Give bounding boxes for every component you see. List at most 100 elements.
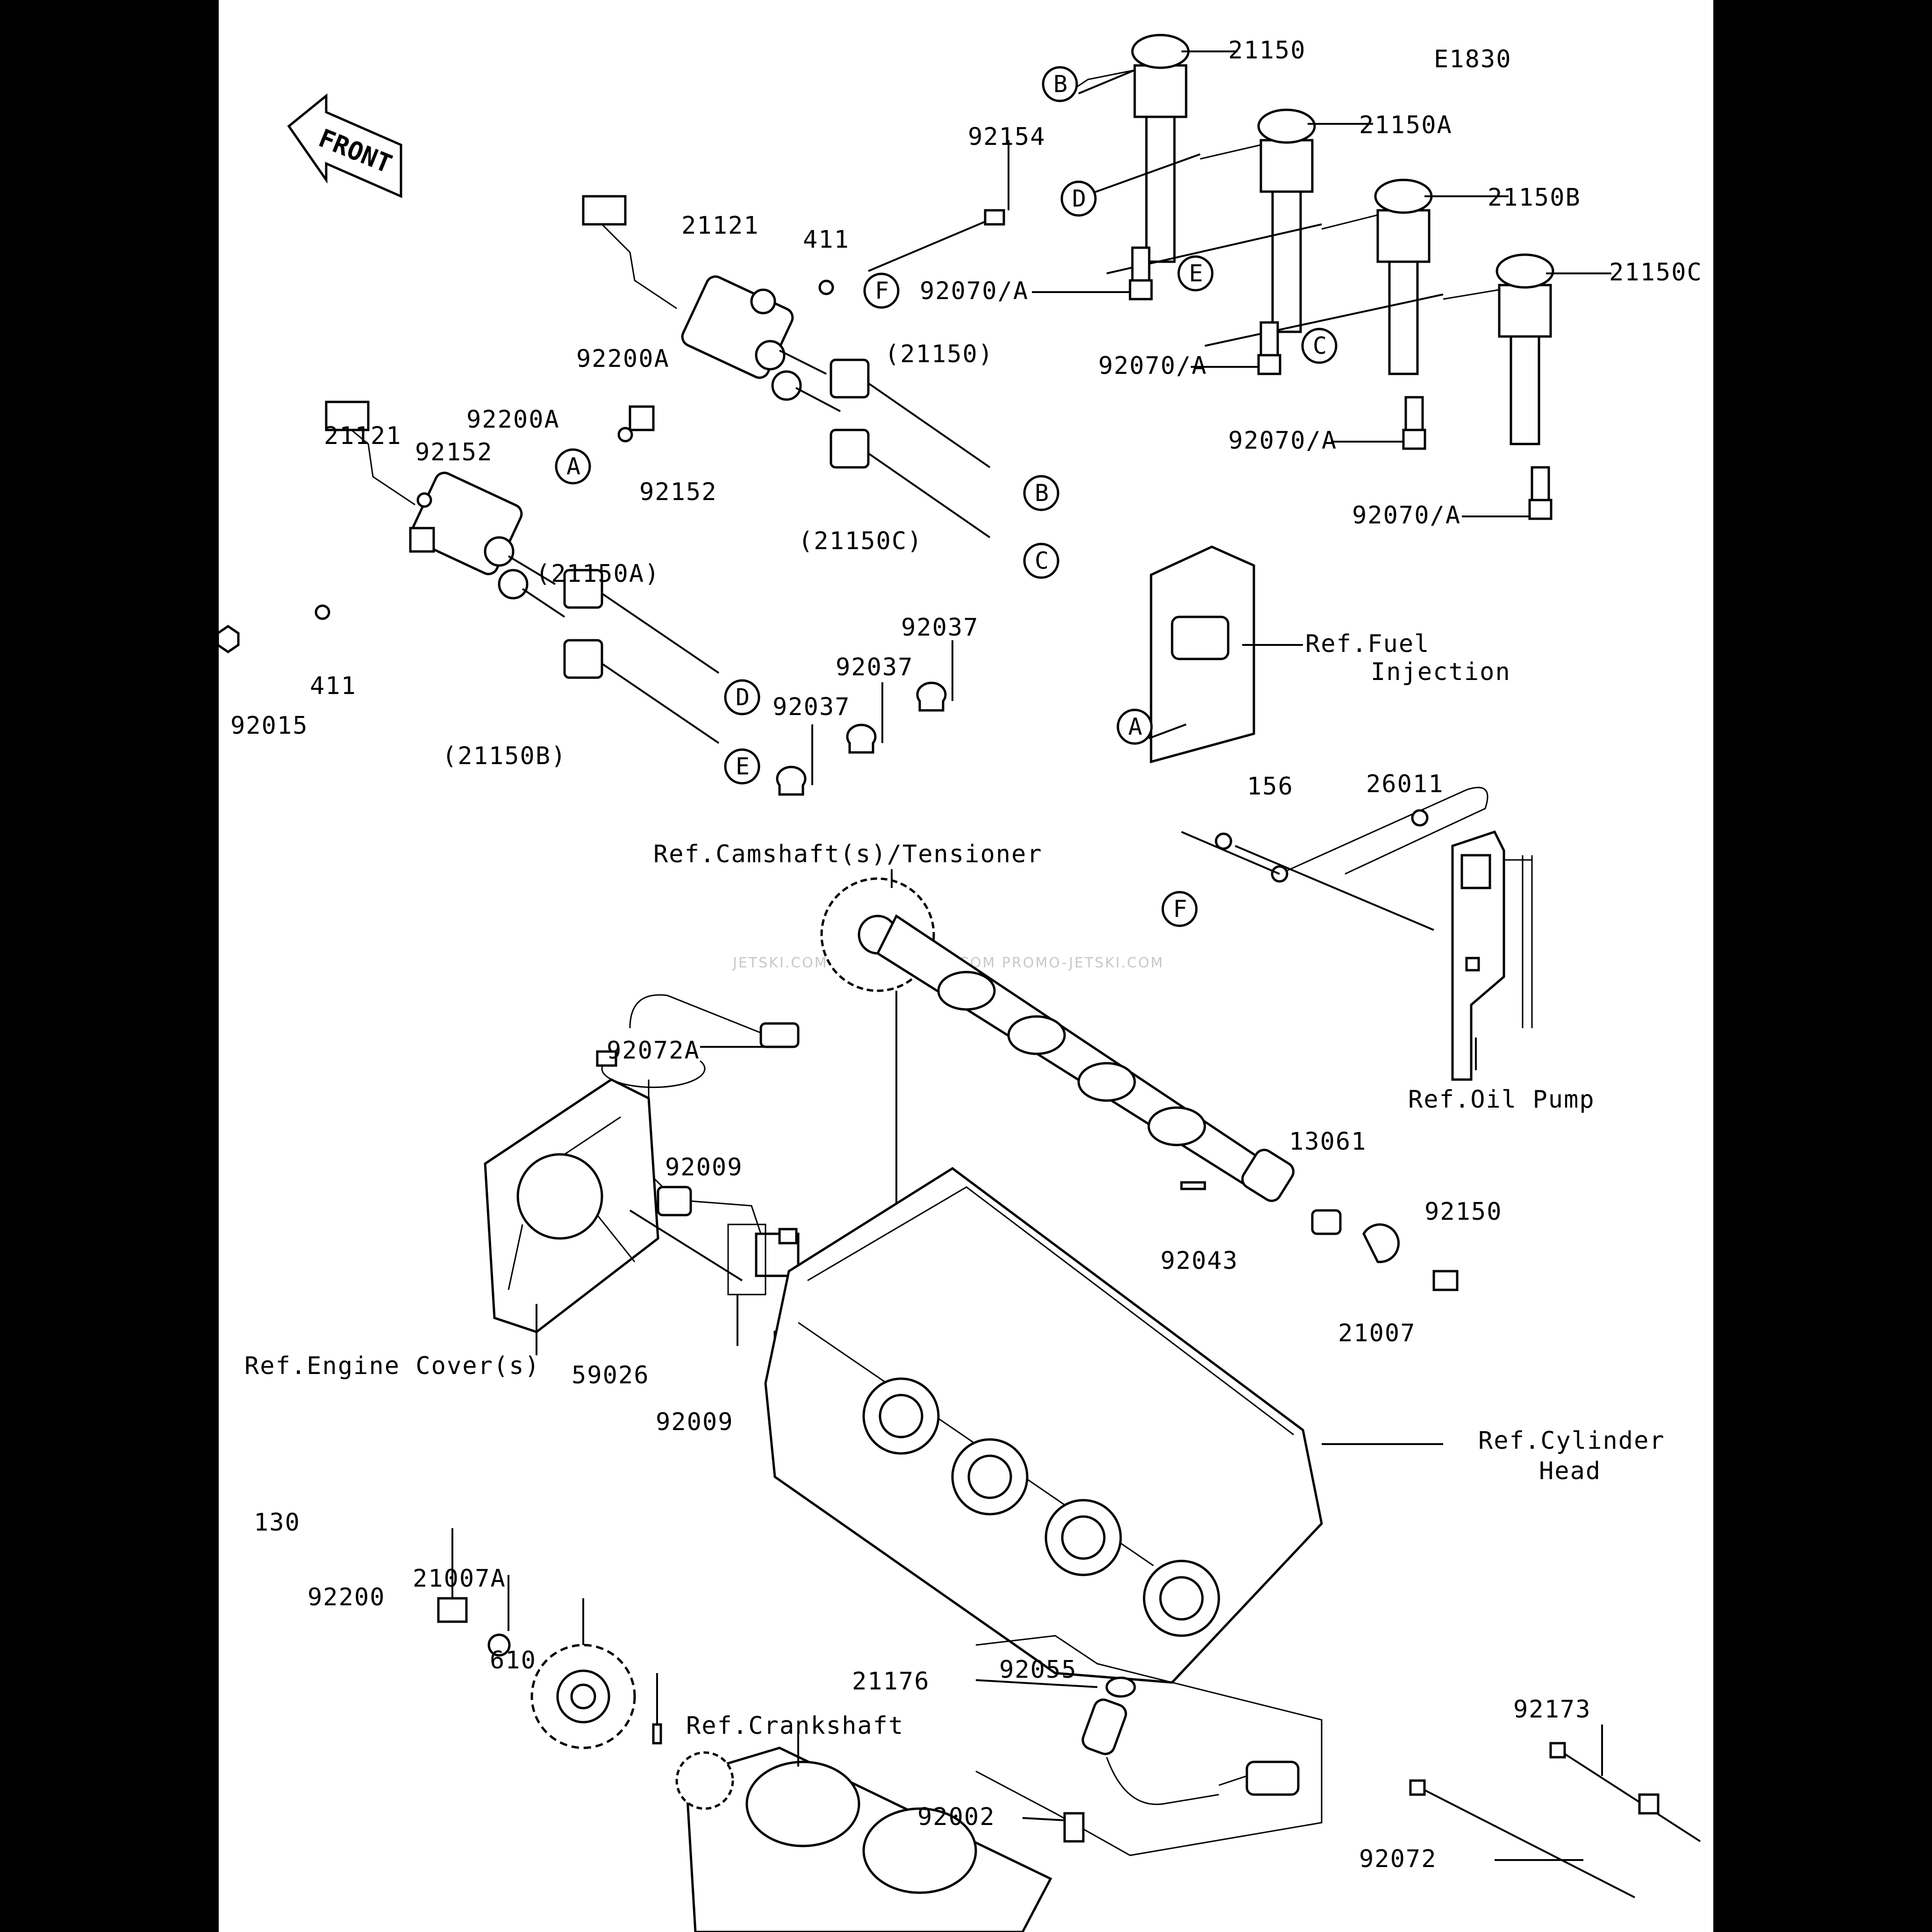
label-21150: 21150 — [1228, 36, 1306, 64]
callout-a-mid: A — [555, 448, 591, 485]
ref-cylinder-head-line1: Ref.Cylinder — [1478, 1427, 1665, 1455]
svg-text:E: E — [1189, 260, 1203, 287]
lead-21150B — [1321, 179, 1509, 375]
callout-b-mid: B — [1023, 475, 1059, 511]
svg-text:E: E — [736, 753, 750, 780]
callout-e-left: E — [724, 748, 760, 785]
callout-b-top: B — [1042, 66, 1078, 102]
label-92015: 92015 — [230, 712, 308, 740]
bolt-92002 — [1063, 1812, 1085, 1843]
engine-cover — [484, 1078, 743, 1355]
label-21007A: 21007A — [413, 1565, 506, 1593]
label-21150B-ref: (21150B) — [442, 742, 566, 770]
crankshaft — [675, 1729, 1052, 1932]
ref-cylinder-head-line2: Head — [1539, 1457, 1601, 1485]
svg-text:F: F — [875, 277, 889, 304]
label-92070A-2: 92070/A — [1098, 352, 1207, 380]
label-92152-1: 92152 — [415, 438, 493, 466]
bolt-130 — [437, 1597, 468, 1623]
label-26011: 26011 — [1366, 770, 1444, 798]
label-92070A-1: 92070/A — [920, 277, 1029, 305]
label-130: 130 — [254, 1509, 301, 1537]
callout-d-top: D — [1060, 180, 1097, 217]
label-59026: 59026 — [572, 1361, 650, 1389]
screw-92009-top — [778, 1228, 798, 1245]
label-92009-2: 92009 — [656, 1408, 734, 1436]
callout-d-left: D — [724, 679, 760, 716]
label-21007: 21007 — [1338, 1319, 1416, 1347]
ignition-coil-left — [325, 401, 565, 618]
label-21150C-ref: (21150C) — [798, 527, 923, 555]
svg-text:D: D — [736, 684, 750, 711]
cable-ties — [1409, 1724, 1701, 1898]
callout-f-ground: F — [1161, 891, 1198, 927]
callout-a-fuel: A — [1116, 708, 1153, 745]
label-92152-2: 92152 — [639, 478, 717, 506]
ref-fuel-injection-line1: Ref.Fuel — [1305, 630, 1430, 658]
label-411-bottom: 411 — [310, 672, 357, 700]
svg-text:A: A — [1128, 713, 1142, 740]
oil-pump-bracket — [1451, 830, 1533, 1081]
label-92070A-3: 92070/A — [1228, 427, 1337, 455]
label-92200A-1: 92200A — [576, 345, 670, 373]
svg-text:A: A — [566, 453, 580, 480]
svg-text:B: B — [1035, 479, 1049, 507]
collar-92152-left — [409, 527, 435, 553]
label-92200A-2: 92200A — [466, 406, 560, 434]
ref-fuel-injection-line2: Injection — [1371, 658, 1511, 686]
washer-411-top — [818, 279, 834, 295]
label-92037-2: 92037 — [836, 653, 914, 681]
label-21150B: 21150B — [1488, 184, 1581, 212]
bolt-92154 — [868, 140, 1009, 272]
label-92150: 92150 — [1424, 1198, 1503, 1226]
ignition-leads — [1073, 34, 1611, 445]
label-411-top: 411 — [803, 226, 850, 254]
cylinder-head — [764, 1166, 1443, 1684]
ref-camshaft-tensioner: Ref.Camshaft(s)/Tensioner — [653, 840, 1043, 868]
label-92002: 92002 — [917, 1803, 995, 1831]
ground-lead-26011 — [1181, 787, 1488, 931]
callout-f-top: F — [863, 272, 900, 309]
camshaft — [820, 869, 1295, 1355]
front-arrow-icon: FRONT — [287, 93, 402, 198]
label-92009-1: 92009 — [665, 1153, 743, 1181]
label-21121-left: 21121 — [324, 422, 402, 450]
label-21150-ref: (21150) — [885, 340, 994, 368]
label-92070A-4: 92070/A — [1352, 501, 1461, 530]
label-13061: 13061 — [1289, 1128, 1367, 1156]
ref-engine-cover: Ref.Engine Cover(s) — [244, 1352, 540, 1380]
label-92072: 92072 — [1359, 1845, 1437, 1873]
bolt-92150 — [1432, 1270, 1459, 1291]
lead-21150A — [1200, 108, 1373, 333]
label-92154: 92154 — [968, 123, 1046, 151]
coil-extension-top — [830, 358, 991, 538]
label-21176: 21176 — [852, 1667, 930, 1696]
diagram-sheet: E1830 FRONT JETSKI.COM PROMO-JETSKI.COM … — [219, 0, 1713, 1932]
timing-rotor-21007A — [530, 1598, 636, 1749]
label-21150A-ref: (21150A) — [536, 560, 660, 588]
washer-92200 — [487, 1633, 511, 1657]
rotor-13061 — [1311, 1209, 1342, 1235]
label-92055: 92055 — [999, 1656, 1077, 1684]
svg-text:F: F — [1173, 895, 1187, 923]
svg-text:C: C — [1035, 547, 1049, 574]
label-156: 156 — [1247, 773, 1294, 801]
label-610: 610 — [490, 1646, 537, 1674]
lead-21150 — [1073, 34, 1238, 263]
pin-610 — [652, 1723, 662, 1745]
label-92037-1: 92037 — [901, 614, 979, 642]
label-21150A: 21150A — [1359, 111, 1453, 139]
diagram-code: E1830 — [1434, 45, 1512, 73]
timing-rotor-21007 — [1362, 1223, 1400, 1263]
label-21121-top: 21121 — [681, 212, 759, 240]
fuel-injection-bracket — [1148, 545, 1303, 764]
label-92043: 92043 — [1160, 1247, 1238, 1275]
svg-text:C: C — [1313, 332, 1327, 359]
clamps-92037 — [776, 640, 953, 796]
svg-text:B: B — [1053, 71, 1067, 98]
parts-diagram: E1830 FRONT JETSKI.COM PROMO-JETSKI.COM … — [219, 34, 1702, 1932]
callout-e-top: E — [1177, 255, 1214, 292]
label-92173: 92173 — [1513, 1696, 1591, 1724]
callout-c-top: C — [1301, 328, 1338, 364]
washer-92200A-top — [617, 427, 633, 443]
